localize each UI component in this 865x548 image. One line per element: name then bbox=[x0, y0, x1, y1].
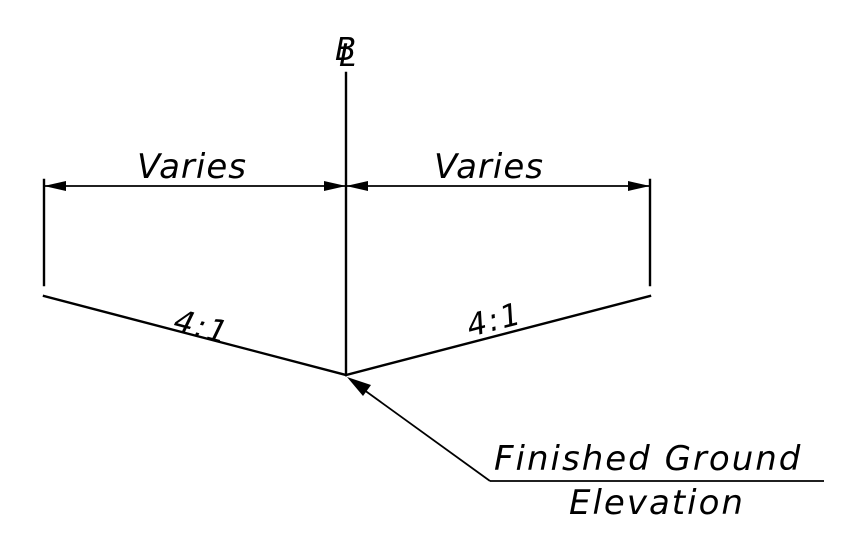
callout-line-2: Elevation bbox=[569, 483, 745, 523]
right-slope-line bbox=[344, 294, 652, 377]
left-dim-arrow-outer bbox=[44, 181, 66, 191]
right-dim-arrow-outer bbox=[628, 181, 650, 191]
left-dim-arrow-inner bbox=[324, 181, 346, 191]
left-slope-line bbox=[42, 294, 348, 377]
callout-leader-arrow bbox=[347, 377, 371, 396]
width-left-label: Varies bbox=[137, 147, 247, 187]
slope-right-label: 4:1 bbox=[463, 296, 526, 345]
baseline-symbol-l: L bbox=[339, 38, 356, 74]
right-dim-arrow-inner bbox=[346, 181, 368, 191]
callout-leader-line bbox=[359, 386, 491, 482]
baseline-symbol-b: B bbox=[335, 32, 356, 68]
callout-line-1: Finished Ground bbox=[494, 439, 802, 479]
width-right-label: Varies bbox=[434, 147, 544, 187]
baseline-symbol: B L bbox=[335, 32, 356, 74]
slope-left-label: 4:1 bbox=[170, 303, 233, 352]
